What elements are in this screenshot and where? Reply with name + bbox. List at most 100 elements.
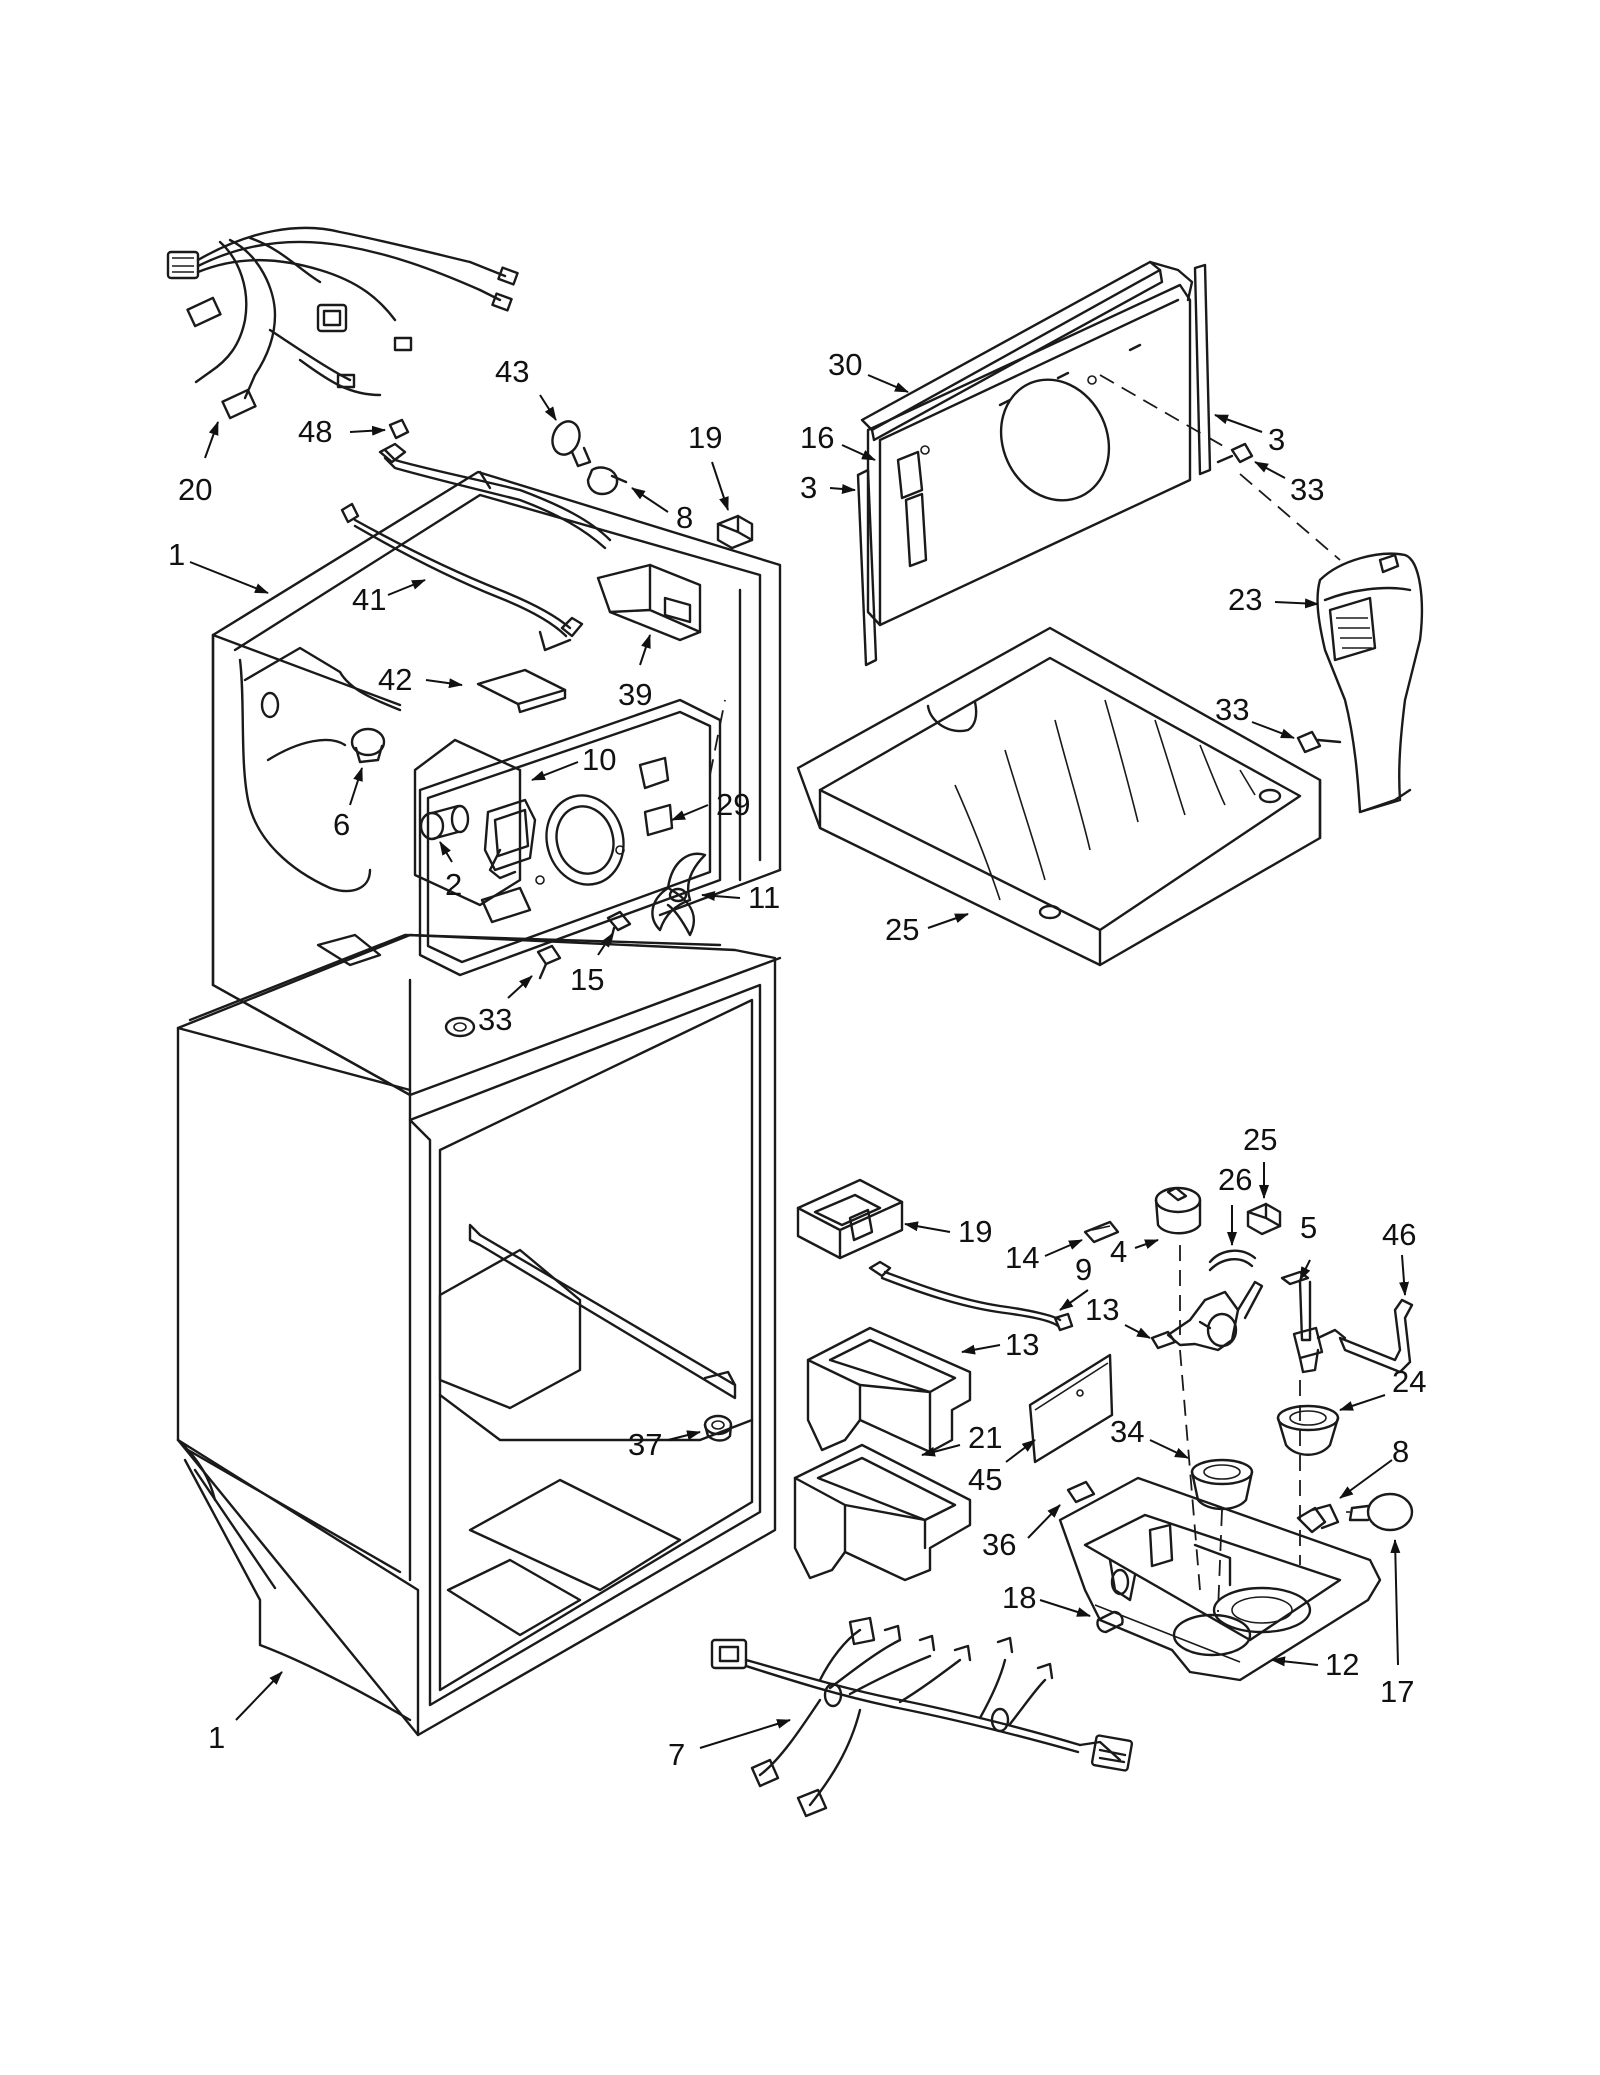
callout-8-upper: 8 xyxy=(631,487,693,535)
rear-panel xyxy=(866,283,1192,627)
callout-10-label: 10 xyxy=(582,742,616,777)
callout-5-label: 26 xyxy=(1218,1162,1252,1197)
callout-7: 7 xyxy=(668,1719,791,1772)
callout-9: 9 xyxy=(1059,1252,1092,1311)
shelf-bracket xyxy=(476,668,567,714)
control-knob xyxy=(350,727,386,764)
callout-19a-label: 19 xyxy=(688,420,722,455)
callout-3-left: 3 xyxy=(800,470,856,505)
callout-14: 14 xyxy=(1005,1239,1083,1275)
callout-1-lower: 1 xyxy=(208,1671,283,1755)
callout-19-lower: 25 xyxy=(1243,1122,1277,1199)
callout-2-label: 2 xyxy=(445,867,462,902)
light-socket-wire xyxy=(340,442,612,652)
bracket-screw xyxy=(536,944,562,980)
callout-25-label: 25 xyxy=(885,912,919,947)
callout-18: 18 xyxy=(1002,1580,1091,1617)
duct-screw xyxy=(1296,730,1342,754)
grille-cup xyxy=(1190,1458,1254,1511)
motor-grommet xyxy=(419,804,470,841)
callout-8a-label: 8 xyxy=(676,500,693,535)
thermostat-bracket xyxy=(1280,1270,1347,1374)
evaporator-fan-bracket xyxy=(413,698,722,977)
damper-spring xyxy=(1208,1249,1257,1272)
callout-21: 21 xyxy=(921,1420,1002,1457)
callout-15-label: 15 xyxy=(570,962,604,997)
callout-7-label: 7 xyxy=(668,1737,685,1772)
callout-47-label: 46 xyxy=(1382,1217,1416,1252)
foam-pad xyxy=(1066,1480,1096,1504)
callout-8b-label: 8 xyxy=(1392,1434,1409,1469)
panel-screw-upper xyxy=(1216,442,1254,464)
control-cover xyxy=(806,1326,972,1454)
callout-3-right: 3 xyxy=(1214,414,1285,457)
callout-12-label: 12 xyxy=(1325,1647,1359,1682)
callout-45-label: 45 xyxy=(968,1462,1002,1497)
sensor-bracket xyxy=(1338,1298,1414,1374)
callout-9-label: 9 xyxy=(1075,1252,1092,1287)
callout-22-label: 34 xyxy=(1110,1414,1144,1449)
freezer-floor xyxy=(796,626,1322,967)
callout-2: 2 xyxy=(439,841,462,902)
callout-30-label: 30 xyxy=(828,347,862,382)
callout-6-label: 6 xyxy=(333,807,350,842)
callout-21-label: 21 xyxy=(968,1420,1002,1455)
callout-19-upper: 19 xyxy=(688,420,729,511)
damper-knob xyxy=(1154,1186,1202,1235)
callout-12: 12 xyxy=(1271,1647,1359,1682)
fan-blade xyxy=(651,852,707,937)
callout-16-label: 16 xyxy=(800,420,834,455)
fresh-food-light-socket xyxy=(1296,1503,1340,1534)
callout-15: 15 xyxy=(570,933,613,997)
control-housing xyxy=(796,1178,904,1260)
callout-37: 37 xyxy=(628,1427,701,1462)
light-shield xyxy=(1276,1404,1340,1456)
callout-25: 25 xyxy=(885,912,969,947)
callout-42: 42 xyxy=(378,662,463,697)
callout-34-label: 24 xyxy=(1392,1364,1426,1399)
callout-33a-label: 33 xyxy=(478,1002,512,1037)
callout-43-label: 43 xyxy=(495,354,529,389)
freezer-light-switch xyxy=(716,514,754,550)
callout-29-label: 29 xyxy=(716,787,750,822)
control-cable xyxy=(868,1260,1074,1332)
callout-47: 46 xyxy=(1382,1217,1416,1296)
air-duct xyxy=(1316,552,1424,814)
lower-wire-harness xyxy=(710,1616,1134,1818)
callout-45: 45 xyxy=(968,1439,1036,1497)
callout-36-label: 36 xyxy=(982,1527,1016,1562)
callout-14-label: 14 xyxy=(1005,1240,1039,1275)
callout-46: 5 xyxy=(1299,1210,1317,1281)
callout-11: 11 xyxy=(701,880,780,915)
freezer-light-bulb xyxy=(551,420,592,468)
callout-13: 13 xyxy=(1085,1292,1151,1339)
callout-34: 24 xyxy=(1339,1364,1426,1411)
upper-wire-harness xyxy=(166,226,519,420)
callout-3b-label: 3 xyxy=(1268,422,1285,457)
callout-41: 41 xyxy=(352,579,426,617)
freezer-light-socket xyxy=(586,466,628,496)
callout-6: 6 xyxy=(333,767,363,842)
callout-1a-label: 1 xyxy=(168,537,185,572)
deflector-cover xyxy=(793,1443,972,1582)
callout-33-right-lower: 33 xyxy=(1215,692,1295,739)
callout-22: 34 xyxy=(1110,1414,1189,1459)
fresh-food-control-housing xyxy=(1058,1476,1382,1682)
callout-39-label: 39 xyxy=(618,677,652,712)
callout-36: 36 xyxy=(982,1504,1061,1562)
fan-motor xyxy=(480,798,537,924)
callout-17-label: 17 xyxy=(1380,1674,1414,1709)
callout-33-right-upper: 33 xyxy=(1254,461,1324,507)
callout-39: 39 xyxy=(618,634,652,712)
callout-24-label: 13 xyxy=(1005,1327,1039,1362)
callout-37-label: 37 xyxy=(628,1427,662,1462)
left-seal-strip xyxy=(856,468,878,667)
callout-5: 26 xyxy=(1218,1162,1252,1246)
damper-clip xyxy=(1083,1220,1120,1244)
callout-43: 43 xyxy=(495,354,557,421)
damper-assembly xyxy=(1150,1280,1264,1352)
light-socket-plug xyxy=(1096,1610,1124,1634)
assembly-lines xyxy=(709,374,1341,1613)
callout-19b-label: 25 xyxy=(1243,1122,1277,1157)
callout-26: 19 xyxy=(904,1214,992,1249)
